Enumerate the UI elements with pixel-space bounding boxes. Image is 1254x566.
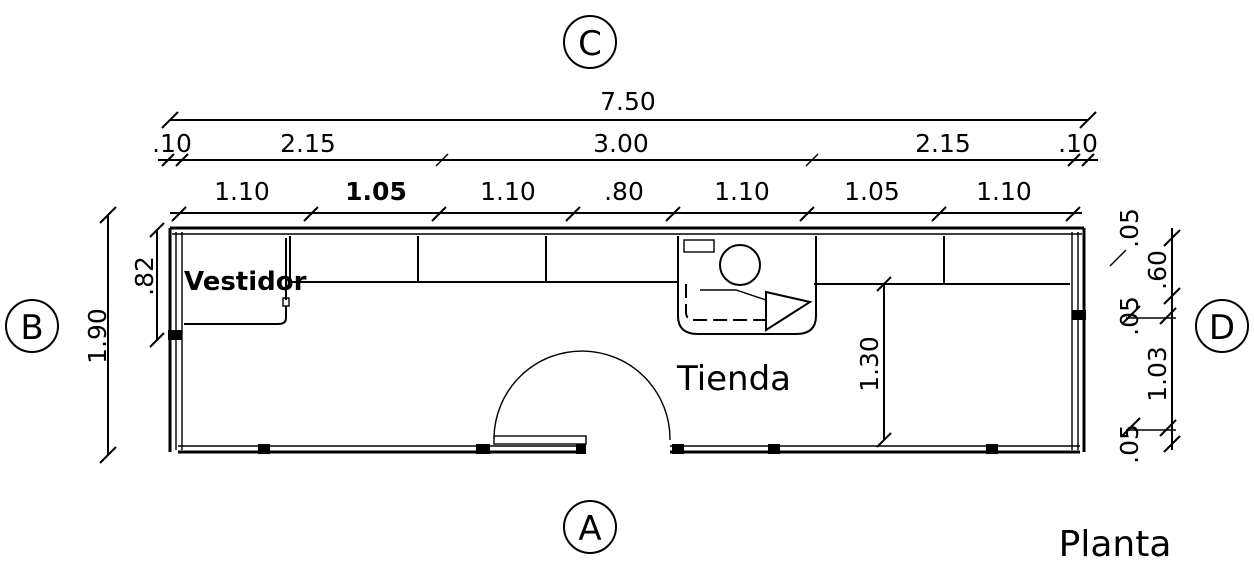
plan-caption: Planta (1059, 524, 1172, 565)
counter (289, 236, 1070, 285)
dim-row2-1: 2.15 (280, 129, 336, 158)
dim-row3-6: 1.10 (976, 177, 1032, 206)
dim-row3-2: 1.10 (480, 177, 536, 206)
svg-text:1.30: 1.30 (855, 336, 884, 392)
dim-row2-0: .10 (152, 129, 192, 158)
room-label-tienda: Tienda (676, 359, 791, 399)
dimension-row-2: .10 2.15 3.00 2.15 .10 (152, 129, 1098, 167)
svg-text:7.50: 7.50 (600, 87, 656, 116)
dim-right-0: .05 (1115, 208, 1144, 248)
dimension-right-chain: .05 .60 .05 1.03 .05 (1109, 208, 1181, 464)
dim-row3-4: 1.10 (714, 177, 770, 206)
room-label-vestidor: Vestidor (184, 267, 307, 297)
dim-row2-4: .10 (1058, 129, 1098, 158)
dim-row3-3: .80 (604, 177, 644, 206)
svg-text:C: C (578, 24, 602, 64)
dimension-row-3: 1.10 1.05 1.10 .80 1.10 1.05 1.10 (170, 177, 1082, 222)
dim-right-4: .05 (1115, 424, 1144, 464)
svg-text:B: B (20, 308, 43, 348)
elevation-marker-left: B (5, 299, 59, 353)
svg-text:D: D (1209, 308, 1235, 348)
elevation-marker-bottom: A (563, 500, 617, 554)
dim-right-1: .60 (1143, 250, 1172, 290)
dim-row3-1: 1.05 (345, 177, 407, 206)
building-outline (168, 226, 1086, 454)
dimension-interior-depth: 1.30 (855, 276, 892, 448)
dimension-overall: 7.50 (161, 87, 1097, 129)
svg-text:A: A (578, 509, 601, 549)
svg-text:1.90: 1.90 (83, 308, 112, 364)
dim-right-3: 1.03 (1143, 346, 1172, 402)
dim-row3-5: 1.05 (844, 177, 900, 206)
dim-row3-0: 1.10 (214, 177, 270, 206)
dimension-left-total: 1.90 (83, 206, 117, 464)
door-swing-arc (493, 350, 671, 441)
dressing-room-partition (184, 238, 290, 325)
dimension-left-inner: .82 (130, 222, 165, 348)
dim-row2-2: 3.00 (593, 129, 649, 158)
dim-row2-3: 2.15 (915, 129, 971, 158)
dim-right-2: .05 (1115, 296, 1144, 336)
svg-text:.82: .82 (130, 256, 159, 296)
elevation-marker-right: D (1195, 299, 1249, 353)
elevation-marker-top: C (563, 15, 617, 69)
sink-unit (677, 236, 817, 335)
